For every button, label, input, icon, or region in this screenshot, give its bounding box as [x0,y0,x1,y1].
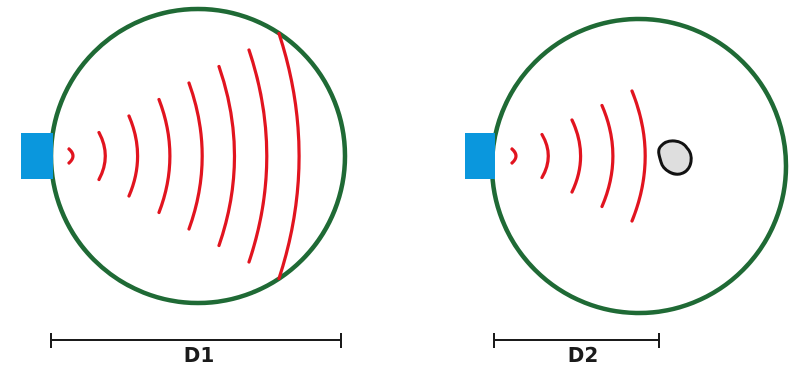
d2-wave-arc [570,118,583,194]
d1-wave-arc [127,114,140,198]
d1-measure-label: D1 [184,343,215,365]
d1-wave-group [67,31,301,281]
d2-wave-arc [600,103,615,209]
d2-wave-arc [510,147,518,165]
d1-wave-arc [277,31,301,281]
d2-wave-arc [630,89,647,223]
d1-wave-arc [217,64,237,248]
d1-boundary-circle [48,6,348,306]
d1-wave-arc [187,81,204,231]
d2-object-blob [657,139,693,176]
d1-wave-arc [67,147,75,165]
d2-measure-bar [493,333,660,348]
d1-probe [21,133,53,179]
d2-measure-label: D2 [568,343,599,365]
d2-wave-group [510,89,647,223]
d1-wave-arc [97,130,107,182]
d1-wave-arc [247,48,269,264]
diagram-d1: D1 [21,6,348,365]
d2-wave-arc [540,132,550,180]
diagram-d2: D2 [465,16,789,365]
d1-measure-bar [50,333,342,348]
d1-wave-arc [157,97,172,215]
d2-boundary-circle [489,16,789,316]
d2-probe [465,133,495,179]
